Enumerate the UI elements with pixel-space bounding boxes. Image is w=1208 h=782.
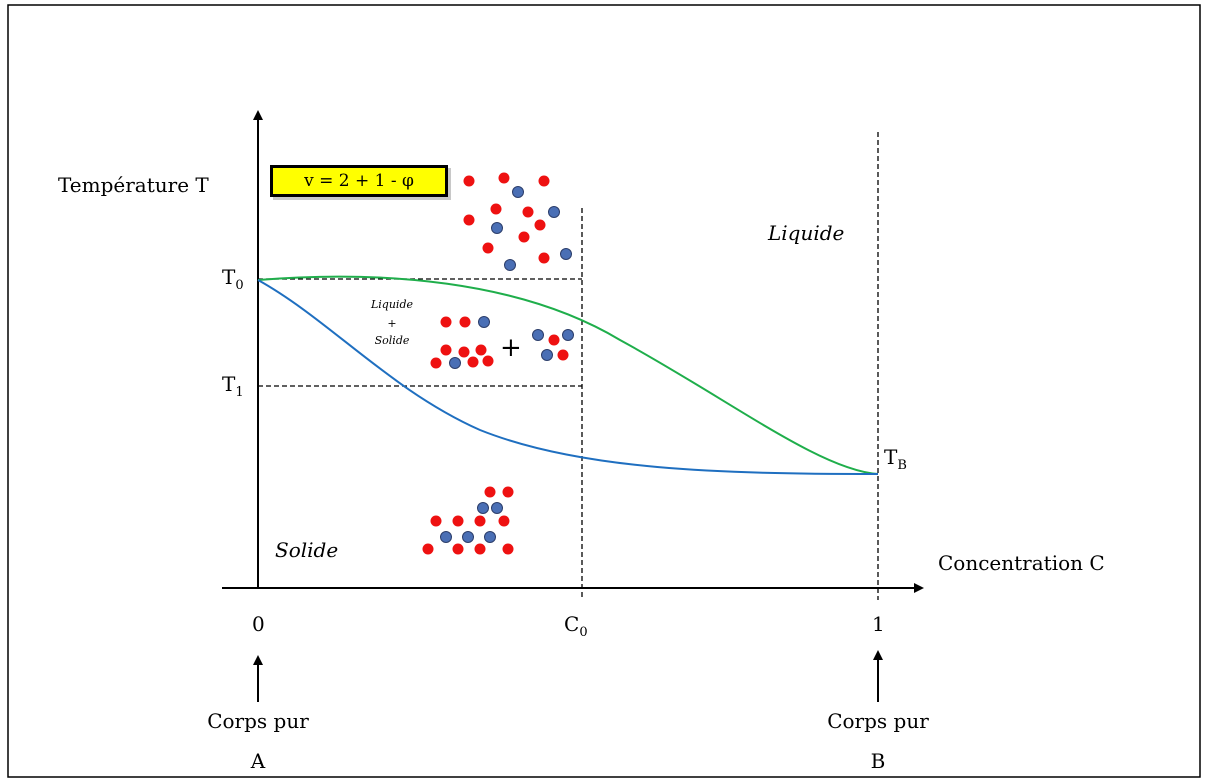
- atom-a: [503, 544, 514, 555]
- t1-label: T1: [222, 372, 244, 400]
- atom-a: [475, 516, 486, 527]
- variance-formula: v = 2 + 1 - φ: [304, 171, 414, 191]
- x-tick-1: 1: [872, 612, 885, 636]
- tb-label: TB: [884, 445, 907, 473]
- atom-a: [468, 357, 479, 368]
- mixture-plus-sign: +: [500, 333, 522, 363]
- pure-b-line1: Corps pur: [827, 709, 929, 733]
- liquidus-curve: [258, 277, 878, 474]
- atom-a: [464, 215, 475, 226]
- atom-a: [441, 317, 452, 328]
- solid-atoms-group: [423, 487, 514, 555]
- atom-a: [499, 516, 510, 527]
- atom-a: [453, 544, 464, 555]
- atom-a: [523, 207, 534, 218]
- atom-a: [503, 487, 514, 498]
- atom-b: [463, 532, 474, 543]
- atom-b: [549, 207, 560, 218]
- liquid-region-label: Liquide: [767, 221, 844, 245]
- atom-b: [441, 532, 452, 543]
- liquid-atoms-group: [464, 173, 572, 271]
- atom-a: [475, 544, 486, 555]
- mixed-region-line1: Liquide: [370, 298, 414, 311]
- mixed-liquid-atoms-group: [533, 330, 574, 361]
- x-axis-label: Concentration C: [938, 551, 1105, 575]
- atom-a: [558, 350, 569, 361]
- x-tick-c0: C0: [564, 612, 588, 640]
- atom-a: [460, 317, 471, 328]
- t0-label: T0: [222, 265, 244, 293]
- atom-a: [464, 176, 475, 187]
- atom-b: [563, 330, 574, 341]
- solidus-curve: [258, 280, 878, 474]
- atom-a: [431, 516, 442, 527]
- atom-a: [491, 204, 502, 215]
- atom-b: [505, 260, 516, 271]
- variance-formula-box: v = 2 + 1 - φ: [270, 165, 448, 197]
- atom-a: [441, 345, 452, 356]
- atom-a: [549, 335, 560, 346]
- atom-a: [499, 173, 510, 184]
- pure-a-line2: A: [250, 749, 266, 773]
- atom-a: [519, 232, 530, 243]
- x-tick-0: 0: [252, 612, 265, 636]
- atom-b: [542, 350, 553, 361]
- atom-b: [485, 532, 496, 543]
- mixed-region-line2: Solide: [375, 334, 410, 347]
- atom-b: [450, 358, 461, 369]
- atom-a: [539, 253, 550, 264]
- atom-a: [483, 243, 494, 254]
- atom-a: [539, 176, 550, 187]
- atom-a: [453, 516, 464, 527]
- atom-a: [423, 544, 434, 555]
- mixed-region-plus: +: [387, 317, 396, 330]
- mixed-solid-atoms-group: [431, 317, 494, 369]
- atom-a: [459, 347, 470, 358]
- atom-b: [561, 249, 572, 260]
- atom-b: [492, 503, 503, 514]
- frame-border: [8, 5, 1200, 777]
- atom-b: [513, 187, 524, 198]
- atom-a: [483, 356, 494, 367]
- atom-a: [431, 358, 442, 369]
- atom-b: [478, 503, 489, 514]
- pure-a-line1: Corps pur: [207, 709, 309, 733]
- solid-region-label: Solide: [275, 538, 338, 562]
- atom-b: [479, 317, 490, 328]
- pure-b-line2: B: [871, 749, 886, 773]
- atom-a: [485, 487, 496, 498]
- atom-a: [476, 345, 487, 356]
- atom-b: [533, 330, 544, 341]
- atom-a: [535, 220, 546, 231]
- y-axis-label: Température T: [58, 173, 209, 197]
- atom-b: [492, 223, 503, 234]
